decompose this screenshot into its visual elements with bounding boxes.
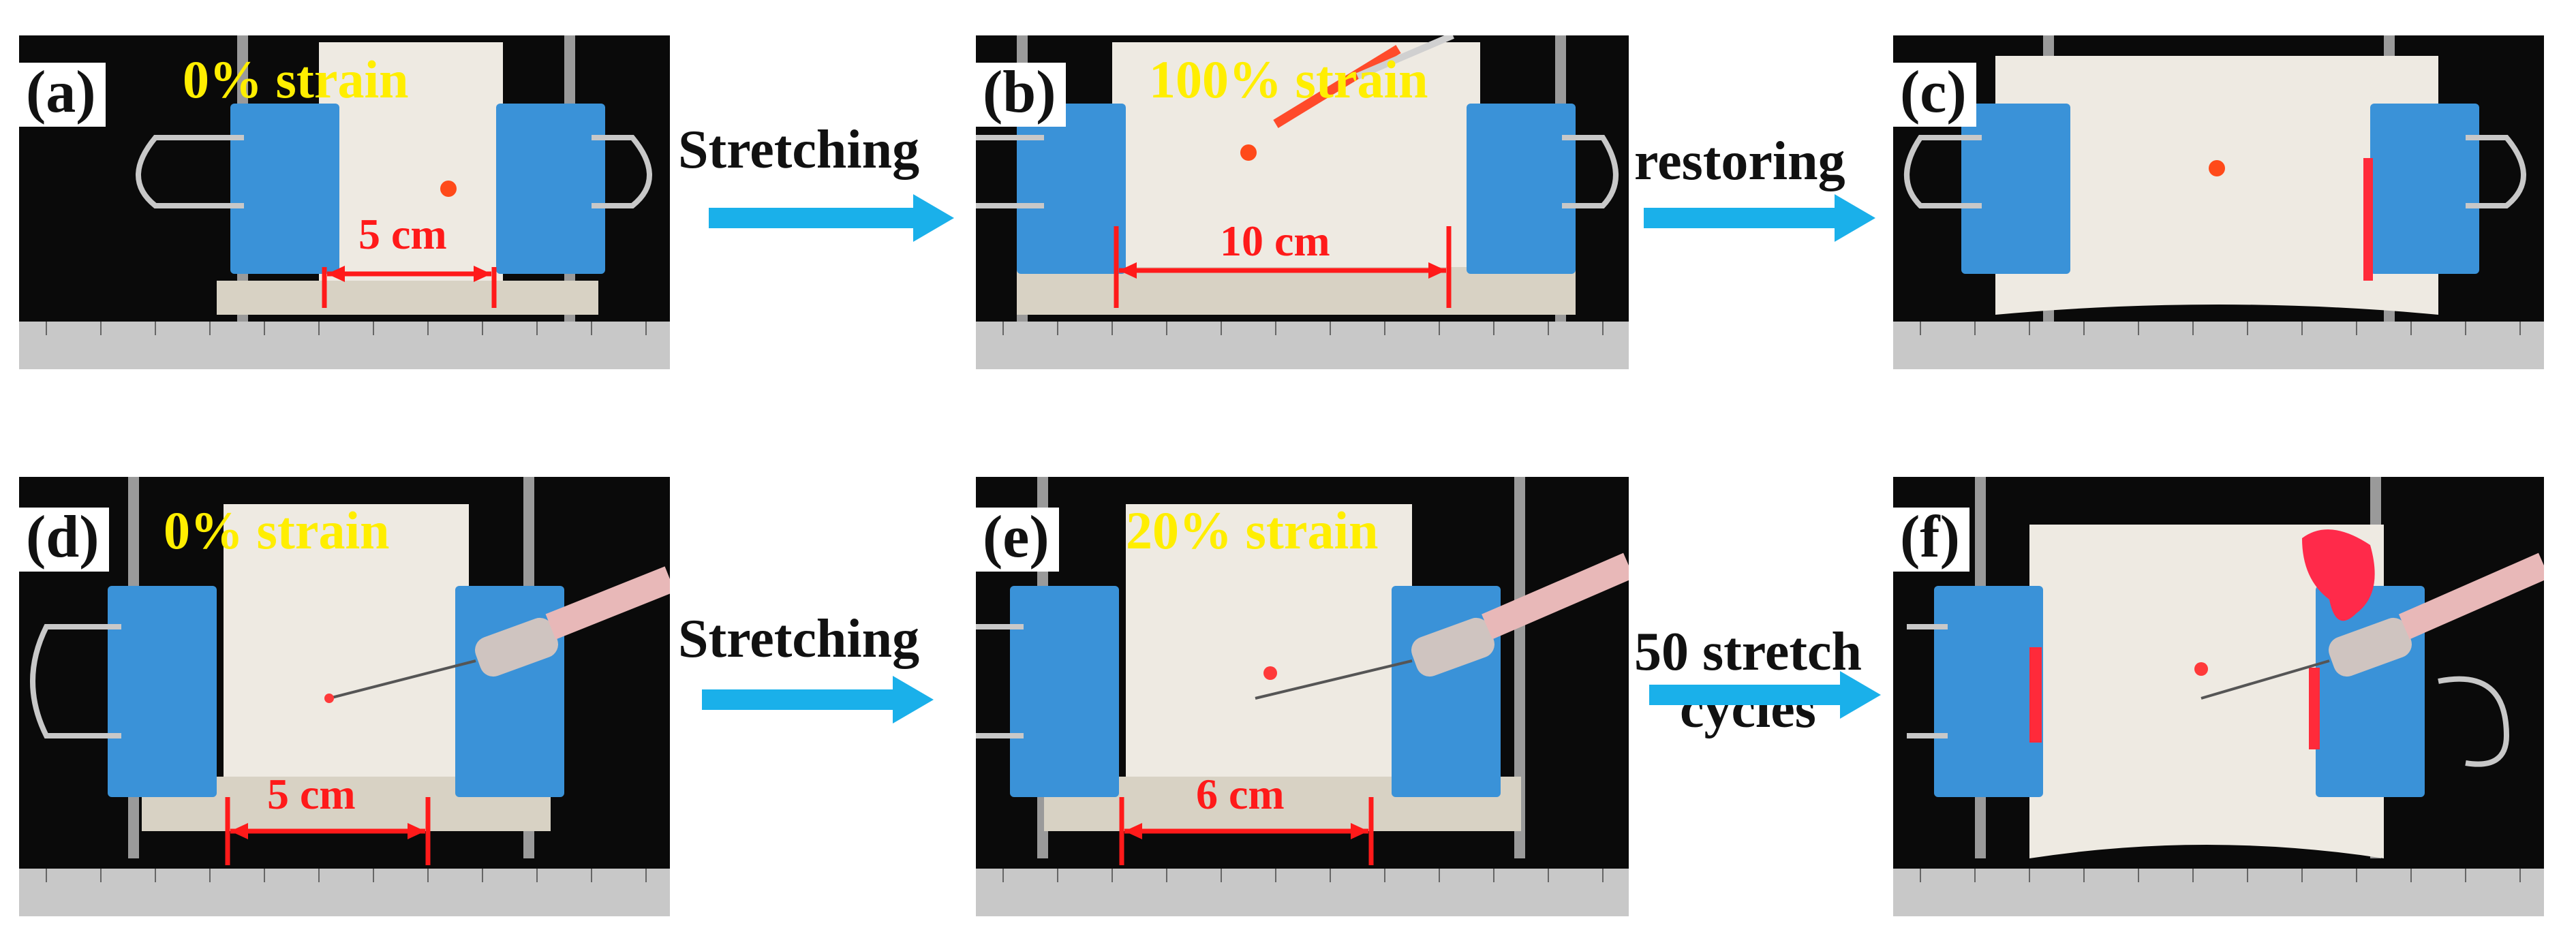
arrow-right-icon — [1644, 194, 1875, 242]
panel-c-label: (c) — [1893, 63, 1976, 127]
panel-a-photo — [19, 35, 670, 369]
panel-b-length: 10 cm — [1220, 217, 1330, 265]
panel-a-strain: 0% strain — [183, 50, 409, 109]
panel-b-photo — [976, 35, 1629, 369]
panel-e-strain: 20% strain — [1126, 501, 1379, 560]
step-stretching-1: Stretching — [678, 120, 920, 180]
panel-d-photo — [19, 477, 670, 916]
panel-e-length: 6 cm — [1196, 770, 1285, 818]
panel-f-label: (f) — [1893, 508, 1969, 572]
panel-f-photo — [1893, 477, 2544, 916]
step-stretch-cycles-line1: 50 stretch — [1634, 622, 1862, 682]
panel-c-photo — [1893, 35, 2544, 369]
step-stretching-2: Stretching — [678, 609, 920, 669]
panel-d-length: 5 cm — [267, 770, 356, 818]
step-restoring: restoring — [1634, 131, 1845, 191]
arrow-right-icon — [702, 676, 934, 724]
panel-e-photo — [976, 477, 1629, 916]
panel-e-label: (e) — [976, 508, 1059, 572]
panel-d-label: (d) — [19, 508, 109, 572]
panel-a-length: 5 cm — [358, 210, 447, 258]
arrow-right-icon — [709, 194, 954, 242]
panel-d-strain: 0% strain — [164, 501, 390, 560]
panel-b-label: (b) — [976, 63, 1066, 127]
panel-b-strain: 100% strain — [1149, 50, 1428, 109]
panel-a-label: (a) — [19, 63, 106, 127]
arrow-right-icon — [1649, 671, 1881, 719]
